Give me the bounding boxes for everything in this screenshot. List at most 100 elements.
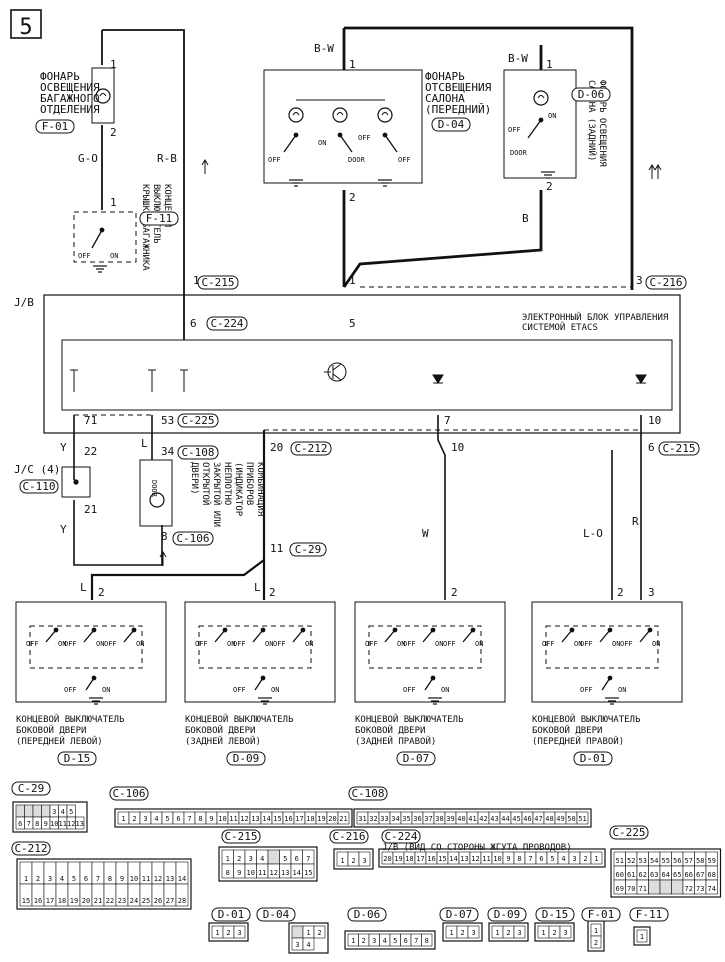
connector-pin: 2	[237, 855, 241, 863]
off-mark: OFF	[104, 640, 117, 648]
pin-p2g: 2	[269, 586, 276, 599]
label-components-door_switches-2-label-1: БОКОВОЙ ДВЕРИ	[355, 724, 425, 736]
connector-pin: 16	[427, 855, 435, 863]
switch-pivot	[293, 132, 299, 138]
connector-pin: 1	[226, 855, 230, 863]
door-switch-box	[531, 601, 683, 703]
off-mark: OFF	[620, 640, 633, 648]
label-components-front_room_lamp-door: DOOR	[348, 156, 366, 164]
meter-box	[139, 459, 173, 527]
connector-shell	[378, 848, 606, 868]
pin-p71: 71	[84, 414, 97, 427]
connector-cell	[671, 879, 684, 895]
connector-pin: 1	[340, 857, 344, 865]
label-components-meter-label-2: (ИНДИКАТОР	[233, 462, 243, 517]
on-mark: ON	[574, 640, 582, 648]
tag-text: D-07	[403, 752, 430, 765]
connector-pin: 20	[82, 897, 90, 905]
connector-pin: 11	[229, 815, 237, 823]
off-mark: OFF	[233, 640, 246, 648]
connector-cell	[75, 816, 85, 830]
label-components-door_switches-3-label-1: БОКОВОЙ ДВЕРИ	[532, 724, 602, 736]
label-components-front_room_lamp-label-2: САЛОНА	[425, 92, 465, 105]
connector-shell	[633, 926, 651, 946]
connector-pin: 57	[685, 857, 693, 865]
etacs-input-2	[180, 369, 188, 392]
connector-pin: 1	[541, 929, 545, 937]
label-components-door_switches-1-label-0: КОНЦЕВОЙ ВЫКЛЮЧАТЕЛЬ	[185, 713, 294, 725]
connector-tag-components-trunk_switch-tag: F-11	[139, 211, 179, 226]
connector-tag-components-door_switches-3-tag: D-01	[573, 751, 613, 766]
connector-pin: 51	[616, 857, 624, 865]
connector-pin: 67	[696, 871, 704, 879]
connector-pin: 6	[539, 855, 543, 863]
label-wire_colors-l_o: L-O	[583, 527, 603, 540]
connector-pin: 9	[120, 875, 124, 883]
connector-cell	[513, 925, 526, 939]
connector-pin: 9	[209, 815, 213, 823]
connector-pin: 11	[59, 820, 67, 828]
connector-pin: 22	[106, 897, 114, 905]
switch-pivot	[260, 627, 266, 633]
switch-pivot	[91, 627, 97, 633]
connector-tag-connector_tags-c216a: C-216	[645, 275, 687, 290]
connector-pin: 2	[351, 857, 355, 865]
connector-pin: 62	[639, 871, 647, 879]
label-components-front_room_lamp-on: ON	[318, 139, 326, 147]
pin-p6b: 6	[648, 441, 655, 454]
arrow-up-icon	[159, 551, 167, 566]
front-room-lamp-box	[263, 69, 423, 184]
off-mark: OFF	[233, 686, 246, 694]
label-components-rear_room_lamp-off: OFF	[508, 126, 521, 134]
connector-tag-connector_views-d15-tag: D-15	[535, 907, 575, 922]
connector-pin: 3	[295, 941, 299, 949]
switch-pivot	[607, 627, 613, 633]
pin-p2a: 2	[110, 126, 117, 139]
connector-pin: 4	[561, 855, 565, 863]
front-lamp-ground-2	[378, 179, 392, 187]
combination-meter: DOOR	[139, 459, 173, 527]
connector-pin: 2	[317, 929, 321, 937]
label-components-trunk_lamp-label-3: ОТДЕЛЕНИЯ	[40, 103, 100, 116]
label-wire_colors-b: B	[522, 212, 529, 225]
connector-pin: 4	[383, 937, 387, 945]
connector-cell	[559, 925, 572, 939]
pin-p2i: 2	[617, 586, 624, 599]
label-components-meter-door: DOOR	[150, 480, 158, 498]
label-components-trunk_lamp-label-1: ОСВЕЩЕНИЯ	[40, 81, 100, 94]
on-mark: ON	[612, 640, 620, 648]
wire-w	[437, 415, 446, 600]
connector-pin: 6	[18, 820, 22, 828]
connector-shell	[442, 922, 483, 942]
tag-frame	[487, 907, 527, 922]
tag-text: C-216	[332, 830, 365, 843]
connector-pin: 10	[130, 875, 138, 883]
door-switch-box	[184, 601, 336, 703]
on-mark: ON	[435, 640, 443, 648]
label-components-meter-label-4: ЗАКРЫТОЙ ИЛИ	[211, 462, 223, 527]
switch-pivot	[131, 627, 137, 633]
trunk-switch-box	[73, 211, 137, 263]
connector-pin: 18	[405, 855, 413, 863]
connector-cell	[24, 804, 34, 818]
door-switch-ground	[258, 697, 272, 705]
wire-b-w-front	[344, 26, 634, 290]
tag-frame	[211, 907, 251, 922]
tag-frame	[57, 751, 97, 766]
connector-pin: 37	[424, 815, 432, 823]
connector-pin: 2	[132, 815, 136, 823]
connector-pin: 18	[58, 897, 66, 905]
pin-p1d: 1	[349, 274, 356, 287]
on-mark: ON	[652, 640, 660, 648]
connector-pin: 51	[578, 815, 586, 823]
switch-blade	[214, 629, 226, 643]
switch-blade	[254, 677, 264, 691]
label-jb_label: J/B	[14, 296, 34, 309]
tag-text: F-11	[146, 212, 173, 225]
connector-tag-connector_tags-c215b: C-215	[658, 441, 700, 456]
